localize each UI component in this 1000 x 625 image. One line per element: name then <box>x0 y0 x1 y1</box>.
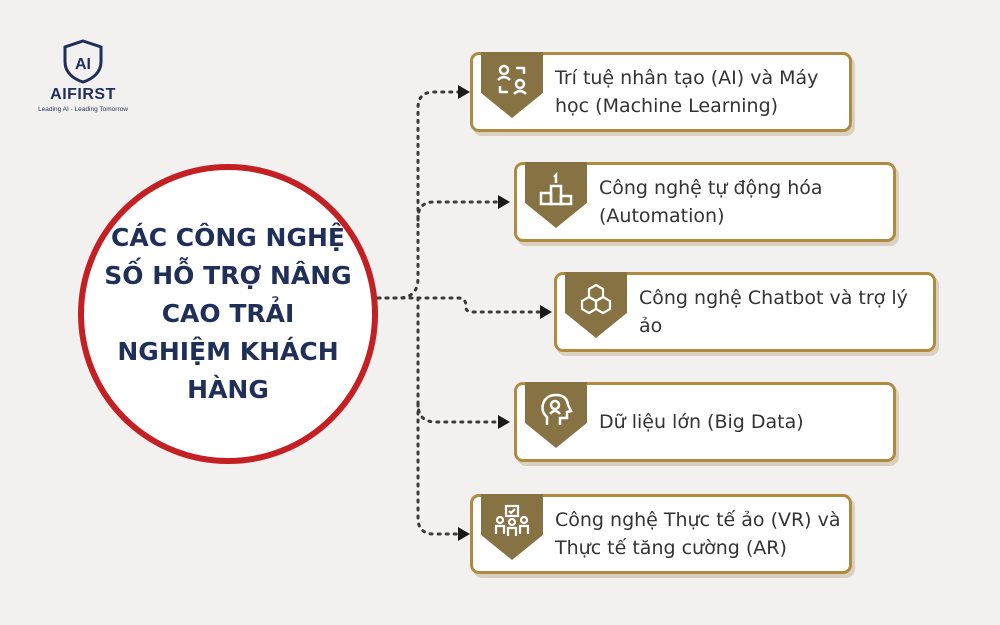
logo-tagline: Leading AI - Leading Tomorrow <box>38 106 128 113</box>
item-label: Dữ liệu lớn (Big Data) <box>599 411 804 433</box>
connector-main-trunk <box>376 90 462 300</box>
item-box-big-data: Dữ liệu lớn (Big Data) <box>514 382 896 462</box>
item-box-ai-ml: Trí tuệ nhân tạo (AI) và Máy học (Machin… <box>470 52 852 132</box>
arrowhead-5 <box>458 527 470 541</box>
team-checklist-icon <box>494 504 530 536</box>
podium-icon <box>539 172 573 206</box>
connector-item-4 <box>416 296 502 424</box>
central-title: CÁC CÔNG NGHỆ SỐ HỖ TRỢ NÂNG CAO TRẢI NG… <box>104 223 352 404</box>
item-label: Công nghệ Chatbot và trợ lý ảo <box>639 287 908 337</box>
logo-name: AIFIRST <box>50 86 116 103</box>
arrowhead-1 <box>458 85 470 99</box>
connector-item-3 <box>376 296 544 314</box>
item-label: Công nghệ tự động hóa (Automation) <box>599 177 823 227</box>
shield-logo-icon: AI <box>63 39 103 84</box>
arrowhead-3 <box>540 305 552 319</box>
head-profile-icon <box>541 393 573 425</box>
item-box-automation: Công nghệ tự động hóa (Automation) <box>514 162 896 242</box>
connector-item-5 <box>416 402 462 536</box>
item-label: Công nghệ Thực tế ảo (VR) và Thực tế tăn… <box>555 509 841 559</box>
item-badge <box>481 494 543 560</box>
connector-item-2 <box>416 200 502 222</box>
item-box-vr-ar: Công nghệ Thực tế ảo (VR) và Thực tế tăn… <box>470 494 852 574</box>
item-badge <box>565 272 627 338</box>
item-box-chatbot: Công nghệ Chatbot và trợ lý ảo <box>554 272 936 352</box>
item-badge <box>525 162 587 228</box>
brand-logo: AI AIFIRST Leading AI - Leading Tomorrow <box>28 38 138 113</box>
item-badge <box>525 382 587 448</box>
cubes-icon <box>580 283 612 315</box>
central-circle: CÁC CÔNG NGHỆ SỐ HỖ TRỢ NÂNG CAO TRẢI NG… <box>78 164 378 464</box>
item-badge <box>481 52 543 118</box>
arrowhead-2 <box>498 195 510 209</box>
people-exchange-icon <box>497 64 527 95</box>
arrowhead-4 <box>498 415 510 429</box>
item-label: Trí tuệ nhân tạo (AI) và Máy học (Machin… <box>555 67 819 117</box>
logo-mark: AI <box>75 56 91 73</box>
